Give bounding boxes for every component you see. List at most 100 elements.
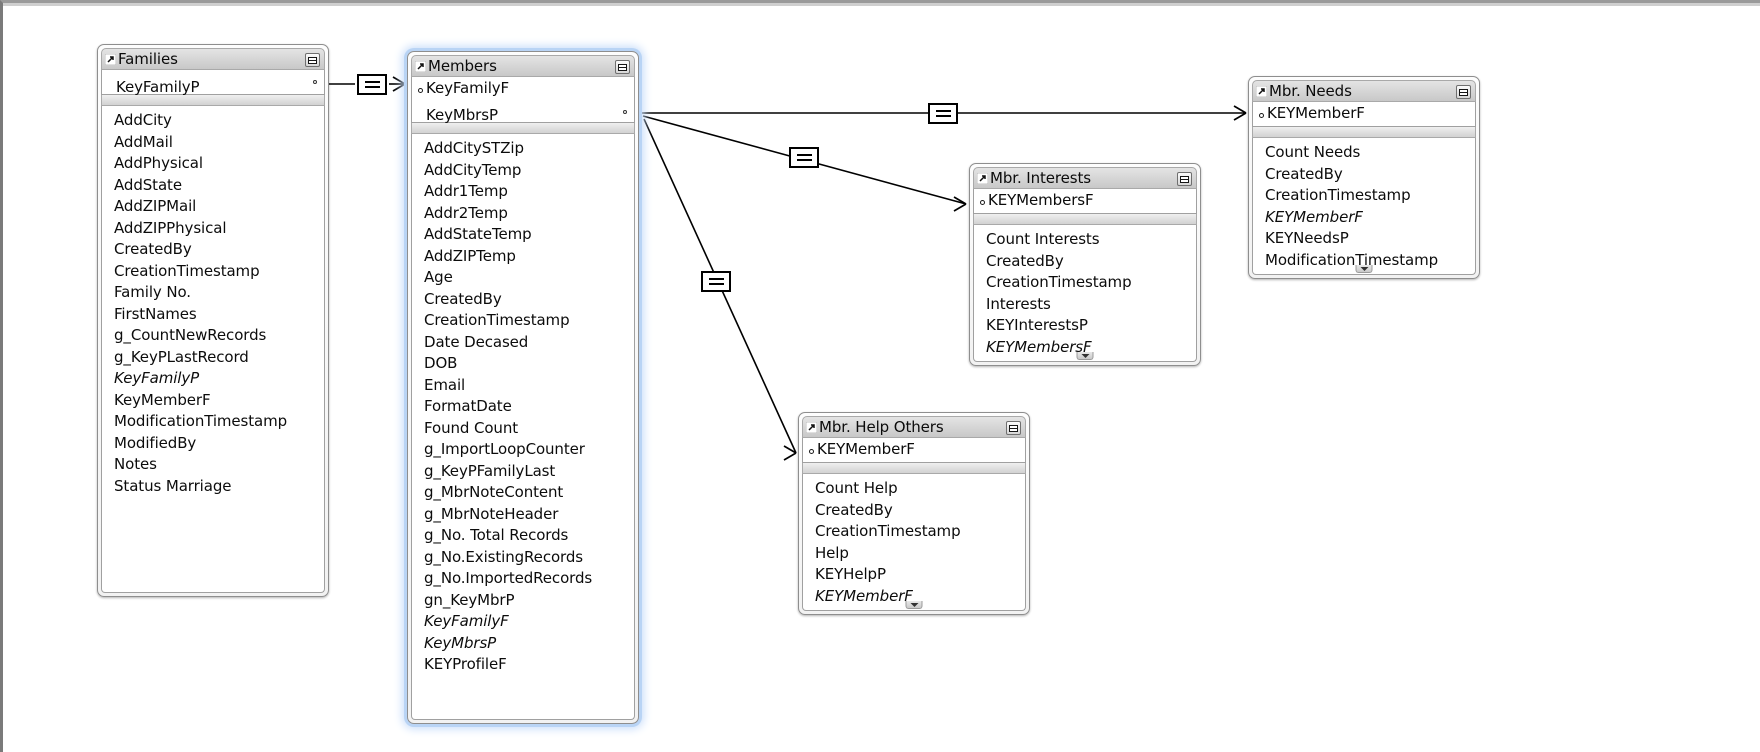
field-item[interactable]: DOB bbox=[424, 354, 458, 372]
field-item[interactable]: CreationTimestamp bbox=[815, 522, 961, 540]
table-header-mbr-help-others[interactable]: Mbr. Help Others bbox=[802, 416, 1026, 438]
field-item[interactable]: KEYNeedsP bbox=[1265, 229, 1349, 247]
field-item[interactable]: CreatedBy bbox=[815, 500, 893, 519]
field-item[interactable]: AddZIPTemp bbox=[424, 246, 516, 265]
table-header-mbr-needs[interactable]: Mbr. Needs bbox=[1252, 80, 1476, 102]
table-divider bbox=[101, 95, 325, 106]
chevron-down-icon[interactable] bbox=[1355, 265, 1373, 273]
table-field-list-families[interactable]: AddCity AddMail AddPhysical AddState Add… bbox=[101, 106, 325, 593]
field-item[interactable]: KEYMemberF bbox=[815, 586, 913, 605]
table-header-members[interactable]: Members bbox=[411, 55, 635, 77]
field-item[interactable]: FirstNames bbox=[114, 304, 197, 323]
field-item[interactable]: Count Interests bbox=[986, 230, 1100, 248]
list-panel-icon[interactable] bbox=[615, 60, 630, 74]
field-item[interactable]: AddMail bbox=[114, 132, 173, 151]
field-item[interactable]: AddZIPMail bbox=[114, 197, 197, 215]
field-item[interactable]: CreationTimestamp bbox=[1265, 186, 1411, 204]
field-item[interactable]: Date Decased bbox=[424, 332, 529, 351]
field-item[interactable]: Addr2Temp bbox=[424, 203, 508, 222]
field-item[interactable]: g_MbrNoteHeader bbox=[424, 504, 559, 523]
table-field-list-mbr-interests[interactable]: Count Interests CreatedBy CreationTimest… bbox=[973, 225, 1197, 362]
table-header-families[interactable]: Families bbox=[101, 48, 325, 70]
field-item[interactable]: Family No. bbox=[114, 283, 191, 301]
relationship-operator-members-help[interactable] bbox=[701, 271, 731, 292]
relationship-operator-members-needs[interactable] bbox=[928, 103, 958, 124]
field-item[interactable]: Count Help bbox=[815, 479, 898, 497]
key-field-row[interactable]: KEYMemberF bbox=[806, 439, 1023, 460]
field-item[interactable]: Addr1Temp bbox=[424, 182, 508, 200]
chevron-down-icon[interactable] bbox=[1076, 352, 1094, 360]
field-item[interactable]: CreatedBy bbox=[986, 251, 1064, 270]
field-item[interactable]: KeyFamilyF bbox=[424, 612, 509, 630]
table-node-mbr-interests[interactable]: Mbr. Interests KEYMembersF Count Interes… bbox=[969, 163, 1201, 366]
field-item[interactable]: FormatDate bbox=[424, 397, 512, 415]
field-item[interactable]: Email bbox=[424, 375, 466, 394]
field-item[interactable]: CreatedBy bbox=[114, 240, 192, 258]
field-item[interactable]: KEYMemberF bbox=[1265, 207, 1363, 226]
field-item[interactable]: AddPhysical bbox=[114, 154, 203, 172]
table-key-area-members: KeyFamilyF KeyMbrsP bbox=[411, 77, 635, 124]
field-item[interactable]: gn_KeyMbrP bbox=[424, 590, 515, 609]
field-item[interactable]: g_CountNewRecords bbox=[114, 326, 267, 344]
field-item[interactable]: Help bbox=[815, 543, 849, 562]
key-field-row[interactable]: KEYMembersF bbox=[977, 190, 1194, 211]
table-node-mbr-needs[interactable]: Mbr. Needs KEYMemberF Count Needs Create… bbox=[1248, 76, 1480, 279]
field-item[interactable]: Age bbox=[424, 268, 453, 286]
key-field-name: KEYMembersF bbox=[988, 191, 1094, 209]
field-item[interactable]: Status Marriage bbox=[114, 476, 232, 495]
field-item[interactable]: CreationTimestamp bbox=[986, 273, 1132, 291]
key-field-row[interactable]: KeyMbrsP bbox=[415, 99, 632, 124]
field-item[interactable]: Notes bbox=[114, 455, 157, 473]
field-item[interactable]: KeyMbrsP bbox=[424, 633, 497, 652]
field-item[interactable]: Count Needs bbox=[1265, 143, 1361, 161]
list-panel-icon[interactable] bbox=[1006, 421, 1021, 435]
field-item[interactable]: AddCitySTZip bbox=[424, 139, 524, 157]
field-item[interactable]: KEYMembersF bbox=[986, 337, 1092, 356]
table-node-mbr-help-others[interactable]: Mbr. Help Others KEYMemberF Count Help C… bbox=[798, 412, 1030, 615]
relationship-operator-families-members[interactable] bbox=[357, 74, 387, 95]
field-item[interactable]: Interests bbox=[986, 294, 1051, 313]
field-item[interactable]: ModificationTimestamp bbox=[1265, 250, 1439, 269]
field-item[interactable]: KEYHelpP bbox=[815, 565, 886, 583]
canvas-top-edge bbox=[3, 3, 1760, 6]
field-item[interactable]: g_MbrNoteContent bbox=[424, 483, 564, 501]
field-item[interactable]: ModifiedBy bbox=[114, 433, 197, 452]
field-item[interactable]: g_KeyPFamilyLast bbox=[424, 461, 556, 480]
field-item[interactable]: g_ImportLoopCounter bbox=[424, 440, 585, 458]
field-item[interactable]: AddStateTemp bbox=[424, 225, 532, 243]
list-panel-icon[interactable] bbox=[1456, 85, 1471, 99]
field-item[interactable]: KEYInterestsP bbox=[986, 316, 1088, 334]
table-field-list-members[interactable]: AddCitySTZip AddCityTemp Addr1Temp Addr2… bbox=[411, 134, 635, 720]
field-item[interactable]: CreatedBy bbox=[424, 289, 502, 308]
key-field-row[interactable]: KEYMemberF bbox=[1256, 103, 1473, 124]
field-item[interactable]: KeyMemberF bbox=[114, 390, 211, 409]
table-node-members[interactable]: Members KeyFamilyF KeyMbrsP AddCitySTZip… bbox=[407, 51, 639, 724]
field-item[interactable]: g_No.ImportedRecords bbox=[424, 569, 593, 587]
field-item[interactable]: Found Count bbox=[424, 418, 519, 437]
field-item[interactable]: AddState bbox=[114, 175, 182, 194]
key-field-row[interactable]: KeyFamilyF bbox=[415, 78, 632, 99]
table-field-list-mbr-help-others[interactable]: Count Help CreatedBy CreationTimestamp H… bbox=[802, 474, 1026, 611]
table-title: Mbr. Help Others bbox=[819, 418, 944, 436]
key-field-row[interactable]: KeyFamilyP bbox=[105, 71, 322, 96]
field-item[interactable]: KeyFamilyP bbox=[114, 369, 200, 387]
list-panel-icon[interactable] bbox=[305, 53, 320, 67]
table-field-list-mbr-needs[interactable]: Count Needs CreatedBy CreationTimestamp … bbox=[1252, 138, 1476, 275]
field-item[interactable]: g_No. Total Records bbox=[424, 526, 569, 544]
field-item[interactable]: AddCity bbox=[114, 111, 172, 129]
field-item[interactable]: KEYProfileF bbox=[424, 655, 507, 673]
field-item[interactable]: g_KeyPLastRecord bbox=[114, 347, 249, 366]
list-panel-icon[interactable] bbox=[1177, 172, 1192, 186]
field-item[interactable]: AddZIPPhysical bbox=[114, 218, 227, 237]
field-item[interactable]: g_No.ExistingRecords bbox=[424, 547, 583, 566]
chevron-down-icon[interactable] bbox=[905, 601, 923, 609]
field-item[interactable]: AddCityTemp bbox=[424, 160, 522, 179]
table-node-families[interactable]: Families KeyFamilyP AddCity AddMail AddP… bbox=[97, 44, 329, 597]
field-item[interactable]: CreatedBy bbox=[1265, 164, 1343, 183]
field-item[interactable]: ModificationTimestamp bbox=[114, 412, 288, 430]
table-header-mbr-interests[interactable]: Mbr. Interests bbox=[973, 167, 1197, 189]
relationship-operator-members-interests[interactable] bbox=[789, 147, 819, 168]
field-item[interactable]: CreationTimestamp bbox=[114, 261, 260, 280]
field-item[interactable]: CreationTimestamp bbox=[424, 311, 570, 329]
